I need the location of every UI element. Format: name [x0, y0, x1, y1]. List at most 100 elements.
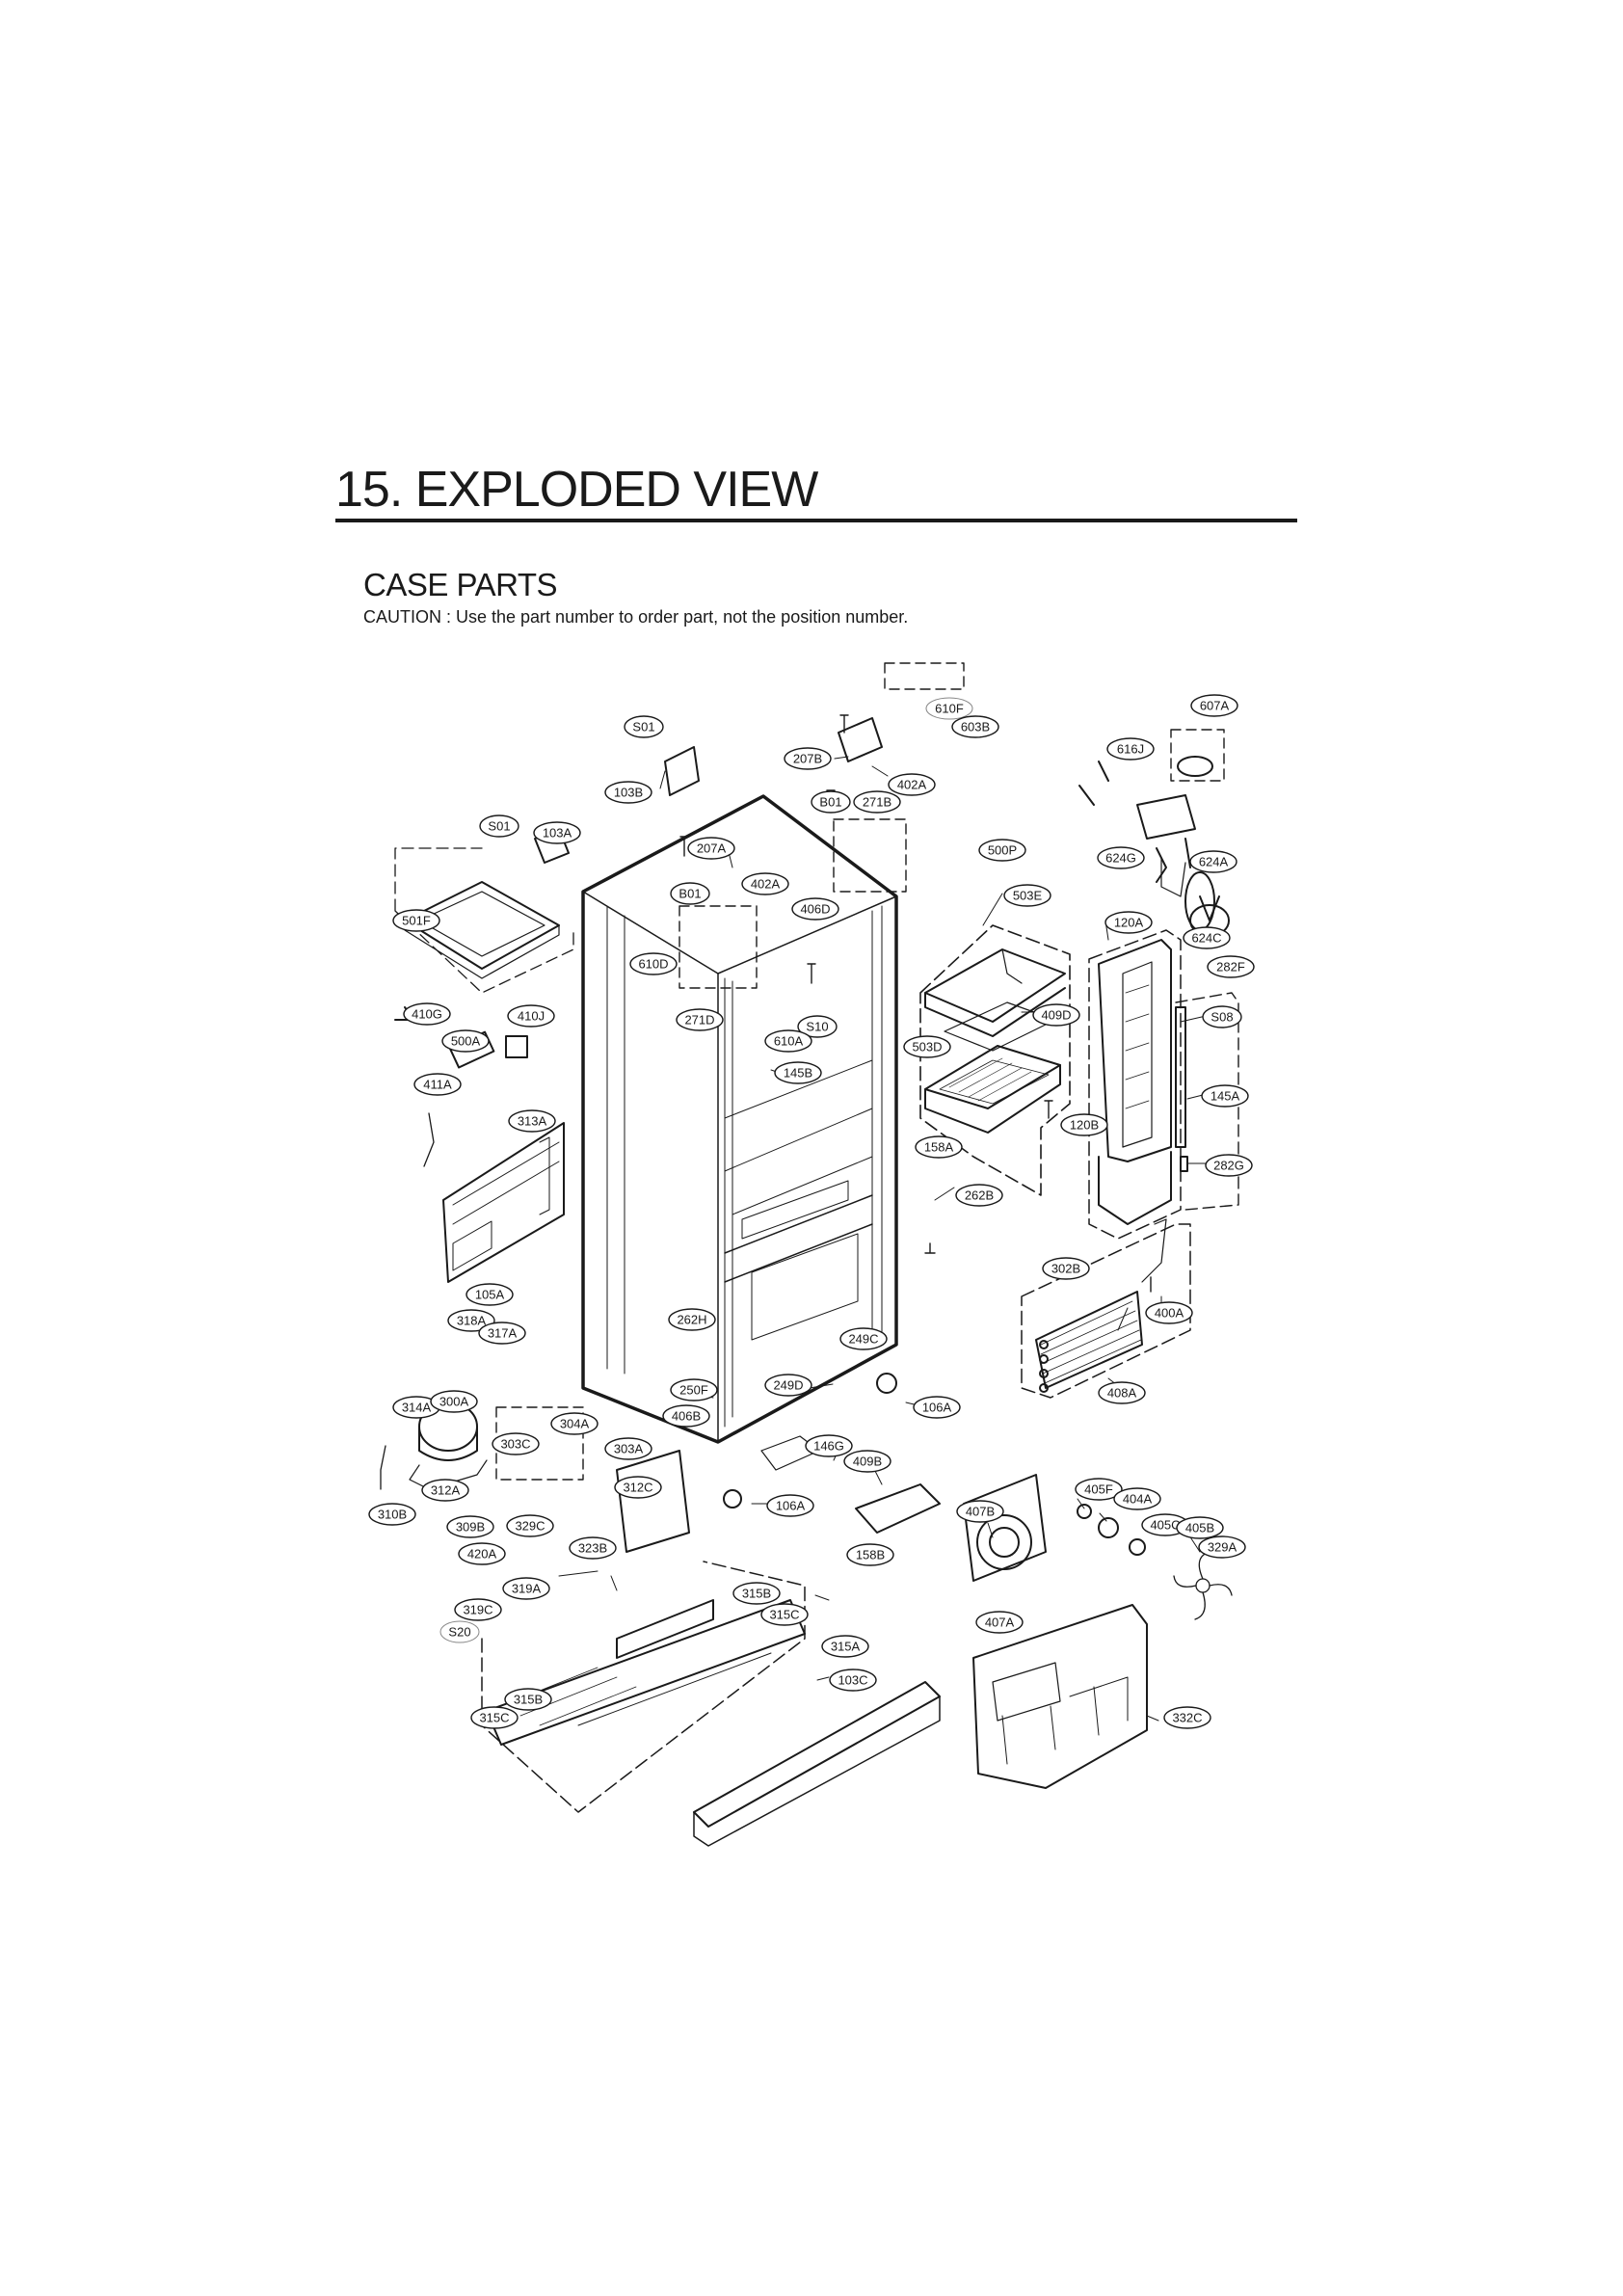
- callout-bubble: [774, 1061, 822, 1084]
- callout-label: 315C: [479, 1711, 509, 1725]
- part-callout: 624C: [1183, 926, 1231, 949]
- callout-bubble: [915, 1135, 963, 1159]
- part-callout: 158B: [846, 1543, 894, 1566]
- part-callout: 313A: [508, 1109, 556, 1133]
- callout-label: 607A: [1200, 699, 1230, 713]
- callout-label: 103C: [838, 1673, 867, 1688]
- callout-label: 406D: [800, 902, 830, 917]
- callout-bubble: [479, 814, 519, 838]
- part-callout: 282G: [1205, 1154, 1253, 1177]
- part-callout: 309B: [446, 1515, 494, 1538]
- callout-label: 400A: [1155, 1306, 1184, 1321]
- callout-label: 624A: [1199, 855, 1229, 869]
- part-callout: 411A: [413, 1073, 462, 1096]
- callout-bubble: [1176, 1516, 1224, 1539]
- part-callout: 603B: [951, 715, 999, 738]
- part-callout: 300A: [430, 1390, 478, 1413]
- part-callout: 616J: [1106, 737, 1155, 761]
- callout-label: 402A: [897, 778, 927, 792]
- callout-bubble: [978, 839, 1026, 862]
- callout-bubble: [821, 1635, 869, 1658]
- callout-label: 404A: [1123, 1492, 1153, 1507]
- callout-label: 103A: [543, 826, 572, 841]
- part-callout: S20: [439, 1620, 480, 1643]
- callout-label: 282F: [1216, 960, 1245, 974]
- part-callout: S10: [797, 1015, 838, 1038]
- callout-label: 500A: [451, 1034, 481, 1049]
- callout-label: 407B: [966, 1505, 995, 1519]
- callout-label: 503D: [912, 1040, 942, 1055]
- callout-bubble: [1205, 1154, 1253, 1177]
- part-callout: 103C: [829, 1669, 877, 1692]
- fan-assembly: [963, 1474, 1233, 1620]
- part-callout: 303C: [492, 1432, 540, 1455]
- callout-label: 120A: [1114, 916, 1144, 930]
- part-callout: 408A: [1098, 1381, 1146, 1404]
- callout-label: S01: [488, 819, 510, 834]
- callout-bubble: [470, 1706, 519, 1729]
- callout-label: 315A: [831, 1640, 861, 1654]
- part-callout: 145A: [1201, 1084, 1249, 1108]
- callout-bubble: [805, 1434, 853, 1457]
- callout-bubble: [1189, 850, 1237, 873]
- part-callout: 317A: [478, 1322, 526, 1345]
- part-callout: 410G: [403, 1002, 451, 1026]
- callout-bubble: [1207, 955, 1255, 978]
- part-callout: 329C: [506, 1514, 554, 1537]
- callout-bubble: [1060, 1113, 1108, 1136]
- callout-bubble: [392, 909, 440, 932]
- callout-bubble: [955, 1184, 1003, 1207]
- compressor: [380, 1402, 488, 1490]
- callout-label: 411A: [423, 1078, 452, 1092]
- callout-label: 410G: [412, 1007, 442, 1022]
- callout-label: 407A: [985, 1615, 1015, 1630]
- callout-bubble: [1145, 1301, 1193, 1324]
- callout-bubble: [447, 1309, 495, 1332]
- callout-bubble: [502, 1577, 550, 1600]
- part-callout: 120B: [1060, 1113, 1108, 1136]
- part-callout: 624G: [1097, 846, 1145, 869]
- callout-bubble: [629, 952, 678, 975]
- callout-label: 313A: [518, 1114, 547, 1129]
- part-callout: 319C: [454, 1598, 502, 1621]
- part-callout: 315B: [504, 1688, 552, 1711]
- callout-bubble: [403, 1002, 451, 1026]
- callout-label: 312A: [431, 1483, 461, 1498]
- callout-label: 103B: [614, 786, 643, 800]
- callout-bubble: [1042, 1257, 1090, 1280]
- fan-blade: [1173, 1551, 1233, 1620]
- callout-label: 406B: [672, 1409, 701, 1424]
- callout-label: 503E: [1013, 889, 1043, 903]
- part-callout: 146G: [805, 1434, 853, 1457]
- main-cabinet: [581, 794, 898, 1444]
- part-callout: 607A: [1190, 694, 1238, 717]
- callout-label: 249D: [773, 1378, 803, 1393]
- callout-bubble: [760, 1603, 809, 1626]
- callout-label: 145B: [784, 1066, 812, 1081]
- part-callout: 420A: [458, 1542, 506, 1565]
- part-callout: 103A: [533, 821, 581, 844]
- callout-label: 405B: [1185, 1521, 1214, 1535]
- part-callout: 315C: [470, 1706, 519, 1729]
- callout-bubble: [784, 747, 832, 770]
- callout-label: 105A: [475, 1288, 505, 1302]
- part-callout: 303A: [604, 1437, 652, 1460]
- callout-label: 315B: [514, 1693, 543, 1707]
- callout-label: 329C: [515, 1519, 545, 1534]
- callout-label: B01: [819, 795, 841, 810]
- part-callout: 610F: [925, 697, 973, 720]
- section-title: CASE PARTS: [363, 567, 558, 602]
- callout-bubble: [797, 1015, 838, 1038]
- part-callout: 120A: [1104, 911, 1153, 934]
- callout-bubble: [368, 1503, 416, 1526]
- callout-label: S01: [632, 720, 654, 734]
- callout-bubble: [508, 1109, 556, 1133]
- part-callout: 315B: [732, 1582, 781, 1605]
- callout-label: 332C: [1172, 1711, 1202, 1725]
- callout-bubble: [492, 1432, 540, 1455]
- callout-label: 262H: [677, 1313, 706, 1327]
- callout-bubble: [466, 1283, 514, 1306]
- part-callout: 312A: [421, 1479, 469, 1502]
- callout-label: 310B: [378, 1508, 407, 1522]
